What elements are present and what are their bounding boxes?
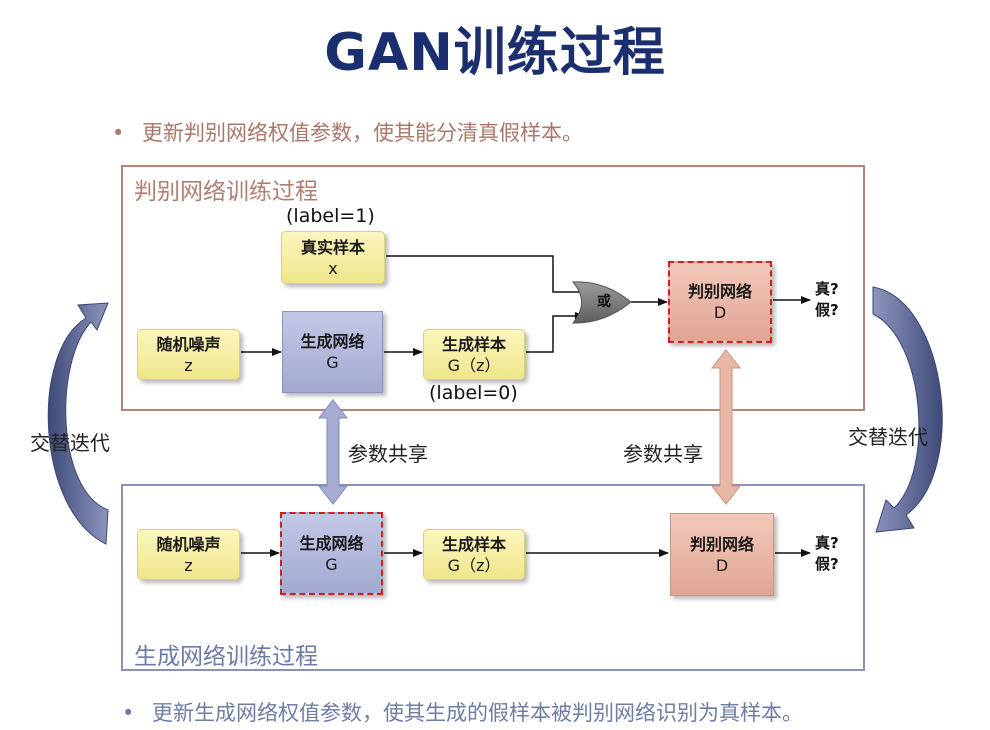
noise-title-bottom: 随机噪声 [156, 534, 221, 554]
discriminator-sub: D [713, 303, 727, 322]
param-share-arrow-generator [317, 399, 349, 505]
noise-title: 随机噪声 [156, 334, 221, 354]
alternate-label-left: 交替迭代 [30, 431, 110, 455]
or-gate-shape [571, 281, 632, 324]
noise-sub: z [184, 355, 193, 375]
output-fake-bottom: 假? [815, 555, 839, 573]
output-real: 真? [815, 280, 839, 298]
page-title: GAN训练过程 [324, 23, 666, 83]
generated-sample-title: 生成样本 [441, 334, 506, 354]
generator-title-bottom: 生成网络 [299, 533, 364, 553]
alternate-arrow-right [872, 286, 943, 533]
discriminator-output: 真? 假? [815, 279, 839, 321]
discriminator-panel-label: 判别网络训练过程 [134, 179, 318, 205]
output-fake: 假? [815, 301, 839, 319]
generator-box: 生成网络 G [282, 311, 383, 393]
bullet-text: 更新生成网络权值参数，使其生成的假样本被判别网络识别为真样本。 [152, 701, 803, 725]
noise-box: 随机噪声 z [137, 329, 240, 380]
discriminator-sub-bottom: D [715, 555, 729, 575]
alternate-label-right: 交替迭代 [848, 425, 928, 449]
param-share-label-right: 参数共享 [623, 442, 703, 466]
arrow-fake-to-or [526, 312, 585, 353]
generator-title: 生成网络 [300, 332, 365, 351]
discriminator-training-panel [121, 165, 865, 411]
generated-sample-box: 生成样本 G（z） [423, 329, 525, 380]
discriminator-box-bottom: 判别网络 D [670, 513, 774, 596]
discriminator-output-bottom: 真? 假? [815, 533, 839, 575]
alternate-arrow-left [47, 302, 109, 545]
discriminator-box: 判别网络 D [668, 261, 772, 343]
generator-sub-bottom: G [325, 554, 338, 574]
param-share-label-left: 参数共享 [348, 442, 428, 466]
real-label-annotation: (label=1) [286, 205, 375, 227]
generator-training-panel [121, 484, 865, 671]
fake-label-annotation: (label=0) [429, 382, 518, 404]
or-gate-label: 或 [597, 294, 611, 310]
bullet-dot: • [112, 121, 125, 145]
bullet-dot: • [122, 701, 135, 725]
bullet-text: 更新判别网络权值参数，使其能分清真假样本。 [142, 121, 583, 145]
discriminator-title: 判别网络 [687, 282, 752, 301]
arrow-real-to-or [386, 255, 591, 296]
generated-sample-box-bottom: 生成样本 G（z） [423, 529, 525, 580]
noise-sub-bottom: z [184, 555, 193, 575]
generator-box-bottom: 生成网络 G [280, 512, 383, 595]
bullet-generator-update: • 更新生成网络权值参数，使其生成的假样本被判别网络识别为真样本。 [122, 697, 803, 727]
real-sample-sub: x [328, 258, 338, 278]
discriminator-title-bottom: 判别网络 [689, 534, 754, 554]
real-sample-box: 真实样本 x [281, 231, 385, 284]
generator-panel-label: 生成网络训练过程 [134, 644, 318, 670]
output-real-bottom: 真? [815, 534, 839, 552]
noise-box-bottom: 随机噪声 z [137, 529, 240, 580]
generated-sample-sub: G（z） [447, 355, 501, 375]
real-sample-title: 真实样本 [300, 237, 365, 257]
param-share-arrow-discriminator [710, 349, 742, 505]
generator-sub: G [326, 353, 339, 372]
generated-sample-title-bottom: 生成样本 [441, 534, 506, 554]
generated-sample-sub-bottom: G（z） [447, 555, 501, 575]
bullet-discriminator-update: • 更新判别网络权值参数，使其能分清真假样本。 [112, 117, 583, 147]
